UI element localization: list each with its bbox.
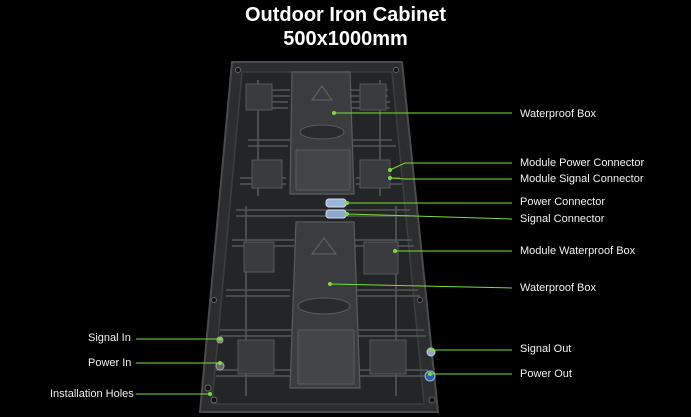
module-waterproof-box [363, 241, 399, 275]
label-waterproof-box-top: Waterproof Box [520, 108, 597, 120]
leader-waterproof-box-bottom [329, 283, 513, 289]
label-power-in: Power In [88, 357, 132, 369]
module-box [359, 159, 391, 189]
label-signal-in: Signal In [88, 332, 131, 344]
module-box [369, 339, 407, 375]
label-signal-out: Signal Out [520, 343, 572, 355]
label-module-power-connector: Module Power Connector [520, 157, 645, 169]
diagram-title: Outdoor Iron Cabinet [244, 4, 447, 26]
leader-module-power-connector [389, 162, 512, 171]
label-power-out: Power Out [520, 368, 572, 380]
signal-connector [325, 209, 347, 219]
diagram-subtitle: 500x1000mm [283, 28, 408, 50]
power-connector [325, 198, 347, 208]
label-module-waterproof-box: Module Waterproof Box [520, 245, 636, 257]
label-power-connector: Power Connector [520, 196, 605, 208]
label-signal-connector: Signal Connector [520, 213, 605, 225]
module-box [359, 83, 387, 111]
label-waterproof-box-bottom: Waterproof Box [520, 282, 597, 294]
module-box [243, 241, 275, 273]
module-box [237, 339, 275, 375]
leader-signal-connector [346, 213, 513, 220]
leader-module-signal-connector [389, 177, 512, 180]
module-box [251, 159, 283, 189]
module-box [245, 83, 273, 111]
label-module-signal-connector: Module Signal Connector [520, 173, 644, 185]
label-installation-holes: Installation Holes [50, 388, 134, 400]
